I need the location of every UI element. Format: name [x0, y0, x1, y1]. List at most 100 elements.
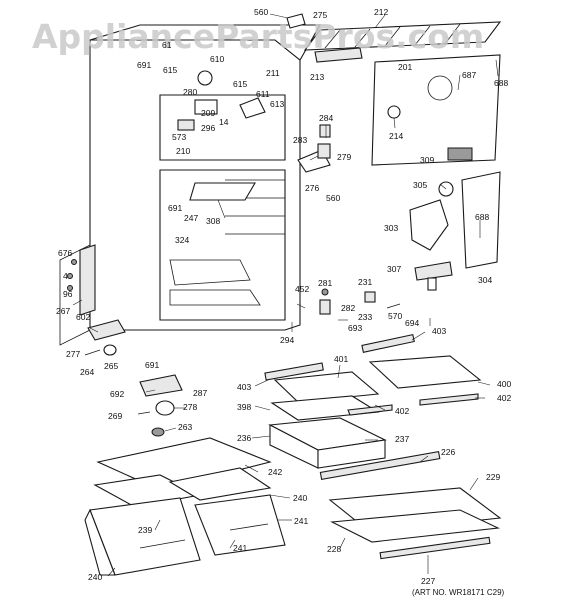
wire-shelf [303, 21, 502, 51]
fan-motor [197, 70, 213, 86]
callout-267: 267 [56, 306, 70, 316]
callout-304: 304 [478, 275, 492, 285]
fresh-food-compartment [159, 169, 286, 321]
callout-403-b: 403 [237, 382, 251, 392]
pan-left-side [84, 508, 116, 576]
clip-231 [364, 291, 376, 303]
callout-611: 611 [256, 89, 270, 99]
channel-213 [314, 47, 363, 63]
thermostat-573 [177, 119, 195, 131]
callout-693: 693 [348, 323, 362, 333]
callout-241: 241 [294, 516, 308, 526]
callout-239: 239 [138, 525, 152, 535]
pan-right-240 [194, 494, 286, 556]
screw-570 [386, 303, 401, 309]
leveler-263 [151, 427, 165, 437]
callout-283: 283 [293, 135, 307, 145]
callout-400: 400 [497, 379, 511, 389]
callout-264: 264 [80, 367, 94, 377]
callout-573: 573 [172, 132, 186, 142]
drawer-side [317, 439, 386, 469]
part-279 [317, 143, 331, 159]
roller-265 [103, 344, 117, 356]
divider-308 [189, 182, 256, 201]
callout-240: 240 [293, 493, 307, 503]
screw-281 [321, 288, 329, 296]
hinge-277 [87, 319, 126, 341]
callout-303: 303 [384, 223, 398, 233]
callout-242: 242 [268, 467, 282, 477]
callout-280: 280 [183, 87, 197, 97]
callout-labels: 560 275 212 61 691 615 610 213 201 687 6… [56, 7, 511, 586]
top-shelf-212 [286, 13, 502, 63]
bracket-275 [286, 13, 306, 29]
callout-294: 294 [280, 335, 294, 345]
callout-275: 275 [313, 10, 327, 20]
callout-692: 692 [110, 389, 124, 399]
center-hardware [297, 124, 401, 315]
side-bracket [79, 244, 96, 316]
callout-281: 281 [318, 278, 332, 288]
callout-402-b: 402 [395, 406, 409, 416]
callout-691-c: 691 [145, 360, 159, 370]
frame-228 [330, 509, 500, 543]
callout-231: 231 [358, 277, 372, 287]
callout-613: 613 [270, 99, 284, 109]
callout-269: 269 [108, 411, 122, 421]
callout-296: 296 [201, 123, 215, 133]
callout-247: 247 [184, 213, 198, 223]
callout-691-b: 691 [168, 203, 182, 213]
rail-226 [319, 450, 441, 480]
callout-615: 615 [163, 65, 177, 75]
cover-304 [461, 171, 501, 269]
callout-570: 570 [388, 311, 402, 321]
callout-263: 263 [178, 422, 192, 432]
glass-401 [273, 371, 380, 403]
callout-201: 201 [398, 62, 412, 72]
callout-227: 227 [421, 576, 435, 586]
callout-691: 691 [137, 60, 151, 70]
callout-229: 229 [486, 472, 500, 482]
callout-694: 694 [405, 318, 419, 328]
callout-213: 213 [310, 72, 324, 82]
callout-324: 324 [175, 235, 189, 245]
callout-241-b: 241 [233, 543, 247, 553]
callout-284: 284 [319, 113, 333, 123]
cabinet-side [59, 244, 91, 346]
callout-282: 282 [341, 303, 355, 313]
roller-278 [155, 400, 175, 416]
callout-688-b: 688 [475, 212, 489, 222]
callout-309: 309 [420, 155, 434, 165]
refrigerator-liner [59, 24, 321, 346]
callout-228: 228 [327, 544, 341, 554]
callout-210: 210 [176, 146, 190, 156]
callout-676: 676 [58, 248, 72, 258]
shelf-assembly-center [264, 362, 393, 421]
callout-403: 403 [432, 326, 446, 336]
callout-276: 276 [305, 183, 319, 193]
bracket-282 [319, 299, 331, 315]
callout-96: 96 [63, 289, 73, 299]
callout-560-b: 560 [326, 193, 340, 203]
shelf-rails [169, 179, 285, 306]
watermark-text: AppliancePartsPros.com [32, 17, 484, 56]
rear-cover-201 [371, 54, 501, 166]
callout-602: 602 [76, 312, 90, 322]
callout-236: 236 [237, 433, 251, 443]
control-housing [409, 171, 501, 291]
glass-400 [368, 355, 482, 389]
art-number: (ART NO. WR18171 C29) [412, 588, 505, 597]
shelf-support-307 [414, 261, 453, 281]
rear-panel [371, 54, 501, 166]
screw-264 [84, 349, 101, 356]
callout-240-b: 240 [88, 572, 102, 582]
screw-269 [137, 411, 151, 415]
rail-402a [419, 393, 479, 406]
callout-688: 688 [494, 78, 508, 88]
callout-610: 610 [210, 54, 224, 64]
bracket-284 [319, 124, 331, 138]
callout-307: 307 [387, 264, 401, 274]
callout-14: 14 [219, 117, 229, 127]
callout-4: 4 [63, 271, 68, 281]
